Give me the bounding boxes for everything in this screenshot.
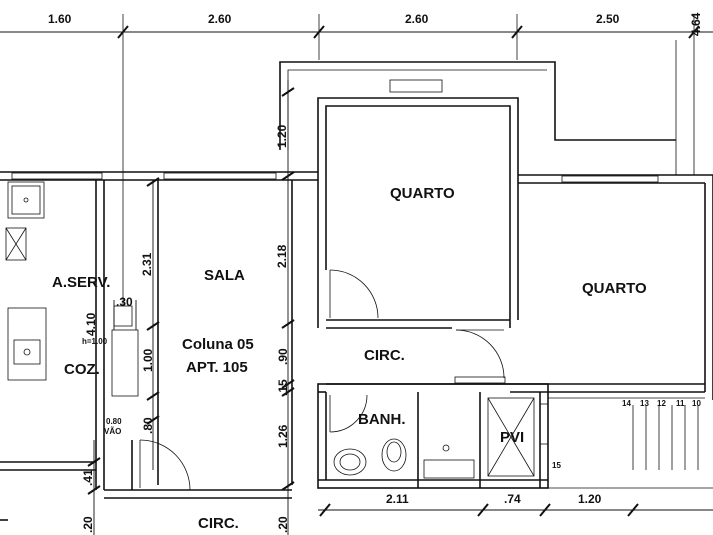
stair-step-11: 11 bbox=[676, 399, 685, 408]
dim-0-74: .74 bbox=[504, 492, 521, 506]
walls bbox=[0, 97, 713, 521]
stair-landing-15: 15 bbox=[552, 461, 561, 470]
dim-2-11: 2.11 bbox=[386, 492, 409, 506]
room-quarto-1: QUARTO bbox=[390, 185, 455, 202]
doors bbox=[139, 269, 505, 491]
room-aserv: A.SERV. bbox=[52, 274, 110, 291]
right-dim: 4.64 bbox=[689, 12, 703, 36]
dim-2-18: 2.18 bbox=[275, 244, 289, 268]
room-coz: COZ. bbox=[64, 361, 100, 378]
stair-step-12: 12 bbox=[657, 399, 666, 408]
room-banh: BANH. bbox=[358, 411, 406, 428]
vertical-dimensions bbox=[87, 80, 295, 535]
bottom-dimension-line bbox=[318, 503, 713, 517]
bathroom-fixtures bbox=[333, 397, 549, 479]
top-dimension-line bbox=[0, 14, 713, 180]
room-sala: SALA bbox=[204, 267, 245, 284]
dim-0-90: .90 bbox=[276, 348, 290, 365]
dim-0-20-left: .20 bbox=[81, 516, 95, 533]
apartment-label: APT. 105 bbox=[186, 359, 248, 376]
stair-step-14: 14 bbox=[622, 399, 631, 408]
dim-2-31: 2.31 bbox=[140, 252, 154, 276]
dim-1-26: 1.26 bbox=[276, 424, 290, 448]
dim-1-00: 1.00 bbox=[141, 348, 155, 372]
dim-0-41: .41 bbox=[81, 469, 95, 486]
dim-4-10: 4.10 bbox=[84, 312, 98, 336]
dim-0-15: .15 bbox=[276, 379, 290, 396]
dim-0-20-right: .20 bbox=[276, 516, 290, 533]
stair-step-13: 13 bbox=[640, 399, 649, 408]
door-width-note: 0.80 bbox=[106, 417, 122, 426]
height-note: h=1.00 bbox=[82, 337, 108, 346]
room-circ-inner: CIRC. bbox=[364, 347, 405, 364]
top-dim-2: 2.60 bbox=[208, 12, 232, 26]
column-label: Coluna 05 bbox=[182, 336, 254, 353]
room-pvi: PVI bbox=[500, 429, 524, 446]
stair-step-10: 10 bbox=[692, 399, 701, 408]
top-dim-1: 1.60 bbox=[48, 12, 72, 26]
door-label-note: VÃO bbox=[104, 427, 121, 436]
dim-0-30: .30 bbox=[116, 295, 133, 309]
dim-1-20-bottom: 1.20 bbox=[578, 492, 602, 506]
room-circ-bottom: CIRC. bbox=[198, 515, 239, 532]
dim-0-80-vert: .80 bbox=[141, 417, 155, 434]
dim-1-20: 1.20 bbox=[275, 124, 289, 148]
top-dim-4: 2.50 bbox=[596, 12, 620, 26]
top-dim-3: 2.60 bbox=[405, 12, 429, 26]
room-quarto-2: QUARTO bbox=[582, 280, 647, 297]
